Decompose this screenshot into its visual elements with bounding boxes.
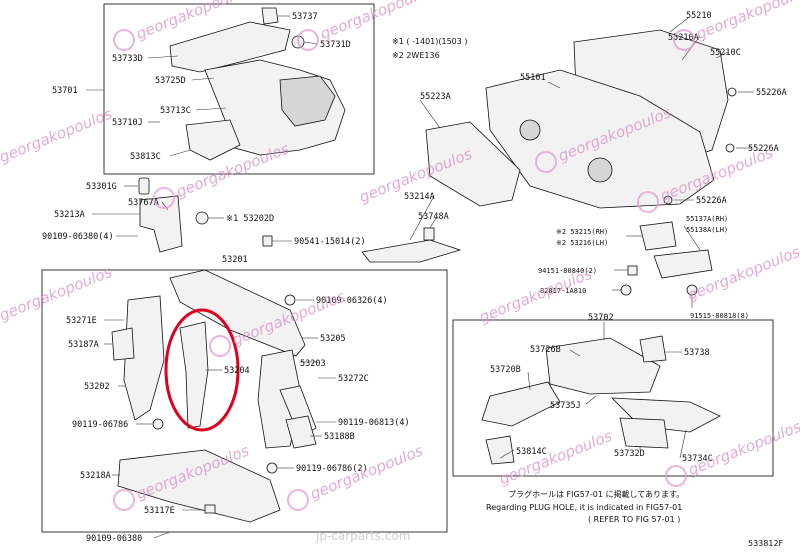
group-box-53201 [41,269,448,533]
label-55226A-1: 55226A [756,88,787,98]
label-82817-1A810: 82817-1A810 [540,287,586,295]
label-55226A-2: 55226A [748,144,779,154]
label-53188B: 53188B [324,432,355,442]
label-53748A: 53748A [418,212,449,222]
label-53733D: 53733D [112,54,143,64]
highlight-ellipse-53204 [164,308,240,432]
label-55210: 55210 [686,11,712,21]
part-53188B-bracket [285,415,317,449]
watermark-brand-4: georgakopoulos [0,105,115,167]
leader-lines [86,15,754,539]
part-53215-hood-lock [639,221,677,251]
part-53187A-bracket [111,327,135,361]
label-55101: 55101 [520,73,546,83]
group-box-53702 [452,319,774,477]
label-90541-15014: 90541-15014(2) [294,237,366,247]
label-55137A-rh: 55137A(RH) [686,215,728,223]
label-55210A: 55210A [668,33,699,43]
label-53202: 53202 [84,382,110,392]
plug-hole-note-en: Regarding PLUG HOLE, it is indicated in … [486,503,682,512]
label-53201: 53201 [222,255,248,265]
part-53748A-clip [423,227,435,241]
label-53117E: 53117E [144,506,175,516]
part-53301G-bumper [138,177,150,195]
part-55101-dash-panel [485,69,715,209]
label-53203: 53203 [300,359,326,369]
part-53213A-bracket [139,195,183,253]
label-53215-rh: ※2 53215(RH) [556,228,608,236]
label-53205: 53205 [320,334,346,344]
part-53117E-clip [204,504,216,514]
label-53814C: 53814C [516,447,547,457]
figure-code: 533812F [748,539,784,548]
label-53731D: 53731D [320,40,351,50]
note-2: ※2 2WE136 [392,51,440,60]
plug-hole-note-jp: プラグホールは FIG57-01 に掲載してあります。 [508,489,684,499]
label-94151-80840: 94151-80840(2) [538,267,597,275]
label-53735J: 53735J [550,401,581,411]
part-clip-53202D [195,211,209,225]
label-90119-06813: 90119-06813(4) [338,418,410,428]
part-53701-assembly [169,7,346,161]
label-53734C: 53734C [682,454,713,464]
label-53720B: 53720B [490,365,521,375]
watermark-brand-15: georgakopoulos [497,427,615,489]
label-53725D: 53725D [155,76,186,86]
label-55138A-lh: 55138A(LH) [686,226,728,234]
group-box-53701 [103,3,375,175]
part-53218A-lower-rail [117,449,281,523]
label-90109-06380-4: 90109-06380(4) [42,232,114,242]
label-53710J: 53710J [112,118,143,128]
watermark-brand-9: georgakopoulos [0,263,115,325]
label-53737: 53737 [292,12,318,22]
label-53213A: 53213A [54,210,85,220]
label-55226A-3: 55226A [696,196,727,206]
label-53713C: 53713C [160,106,191,116]
label-53218A: 53218A [80,471,111,481]
label-53702: 53702 [588,313,614,323]
part-bolt-90541 [262,235,273,247]
label-55223A: 55223A [420,92,451,102]
label-90109-06326: 90109-06326(4) [316,296,388,306]
part-53204-vertical-brace [179,321,209,429]
label-53732D: 53732D [614,449,645,459]
label-53216-lh: ※2 53216(LH) [556,239,608,247]
part-53214A-seal [361,239,462,263]
label-53301G: 53301G [86,182,117,192]
plug-hole-note-ref: ( REFER TO FIG 57-01 ) [588,515,680,524]
part-nut-94151 [627,265,638,276]
part-55226A-clips [663,87,737,205]
watermark-site: jp-carparts.com [315,529,410,543]
label-53738: 53738 [684,348,710,358]
label-90119-06786-2: 90119-06786(2) [296,464,368,474]
label-53767A: 53767A [128,198,159,208]
label-53204: 53204 [224,366,250,376]
label-90119-06786: 90119-06786 [72,420,128,430]
label-53272C: 53272C [338,374,369,384]
label-53726B: 53726B [530,345,561,355]
watermark-brand-3: georgakopoulos [694,0,800,43]
part-53201-upper-support [169,269,306,357]
watermark-brand-11: georgakopoulos [477,265,595,327]
label-55210C: 55210C [710,48,741,58]
part-53702-assembly [481,335,721,465]
part-bolt-90109-06326 [284,294,296,306]
label-53271E: 53271E [66,316,97,326]
label-91515-80818: 91515-80818(8) [690,312,749,320]
part-55137A-brace [653,249,713,279]
label-53187A: 53187A [68,340,99,350]
part-55223A-insulator [425,121,521,207]
part-bolt-90119-06786 [152,418,278,474]
label-53202D: ※1 53202D [226,214,274,224]
part-91515-bolt [686,284,698,296]
part-82817-clamp [620,284,632,296]
label-53813C: 53813C [130,152,161,162]
label-90109-06380: 90109-06380 [86,534,142,544]
part-53202-left-support [123,295,165,421]
note-1: ※1 ( -1401)(1503 ) [392,37,468,46]
label-53214A: 53214A [404,192,435,202]
label-53701: 53701 [52,86,78,96]
watermark-brand-16: georgakopoulos [686,417,800,479]
